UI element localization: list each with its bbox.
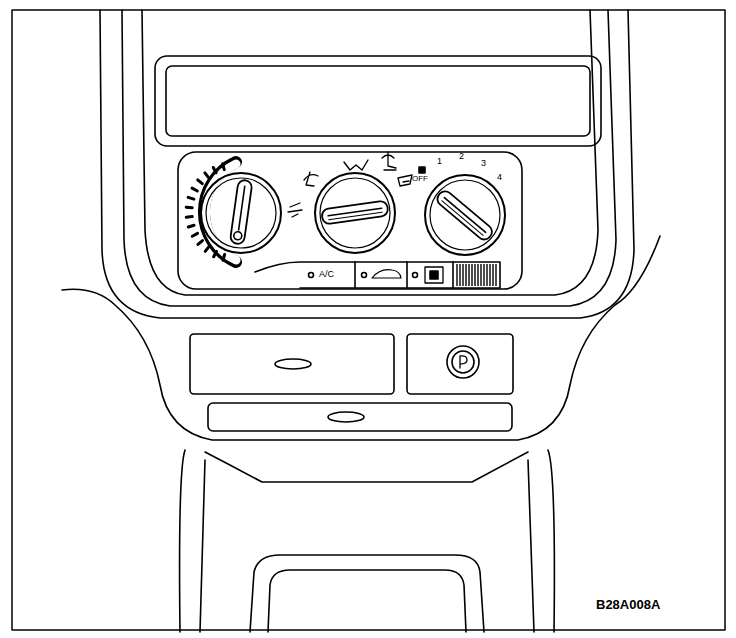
lower-tray [208, 403, 512, 431]
console-line [528, 460, 534, 632]
temperature-tick [223, 164, 225, 170]
storage-tray [190, 334, 394, 394]
indicator-lamp [309, 273, 314, 278]
button-divider [406, 262, 408, 288]
frame [12, 10, 725, 630]
bezel-line [100, 10, 634, 318]
cigarette-lighter [447, 346, 479, 378]
rear-defrost-icon [430, 271, 438, 279]
temperature-tick [214, 251, 217, 256]
temperature-tick [186, 215, 192, 219]
console-line [180, 450, 185, 632]
lighter-panel [407, 334, 513, 394]
cup-holder [268, 570, 466, 632]
vent-icon [288, 203, 302, 217]
button-strip [255, 262, 500, 288]
temperature-tick [192, 233, 197, 236]
console-line [200, 460, 205, 632]
temperature-tick [205, 247, 209, 252]
fan-off-mark [419, 167, 425, 173]
knob-grip [230, 179, 253, 244]
fan-speed-number: 4 [497, 172, 502, 182]
cigarette-lighter [452, 351, 474, 373]
console-line [205, 452, 528, 482]
temperature-knob [201, 173, 281, 253]
mode-knob [320, 178, 390, 248]
control-plate [178, 152, 522, 289]
knob-grip [321, 200, 388, 224]
knob-grip [435, 188, 495, 242]
recirc-icon [372, 270, 401, 278]
defrost-icon [398, 175, 412, 186]
button-divider [452, 262, 454, 288]
indicator-lamp [413, 273, 418, 278]
figure-code: B28A008A [596, 597, 660, 612]
tray-slot [275, 359, 311, 369]
bezel-line [122, 10, 616, 306]
fan-speed-number: 1 [437, 156, 442, 166]
temperature-tick [188, 225, 194, 227]
hatched-area [456, 264, 498, 286]
temperature-knob [206, 178, 276, 248]
fan-knob [425, 175, 505, 255]
display-recess [155, 56, 601, 146]
dash-edge [62, 236, 660, 440]
display-panel [166, 66, 590, 136]
button-label-box: A/C [303, 264, 353, 285]
fan-speed-number: 2 [459, 151, 464, 161]
temperature-tick [188, 197, 194, 199]
mode-knob [315, 173, 395, 253]
temperature-tick [213, 167, 216, 172]
temperature-tick [198, 180, 203, 184]
face-vent-icon [304, 172, 318, 186]
temperature-tick [198, 241, 203, 245]
temperature-tick [186, 206, 192, 210]
indicator-lamp [362, 273, 367, 278]
temperature-tick [223, 255, 225, 261]
cup-holder [250, 555, 484, 632]
button-label: A/C [319, 269, 346, 280]
lighter-symbol [460, 356, 467, 368]
console-line [548, 450, 554, 632]
rear-defrost-icon [425, 267, 443, 283]
temperature-tick [205, 173, 209, 178]
fan-knob [430, 180, 500, 250]
fan-speed-number: 3 [481, 158, 486, 168]
bi-level-icon [344, 160, 368, 170]
button-divider [354, 262, 356, 288]
fan-off-label: OFF [412, 174, 428, 183]
bezel-line [142, 10, 598, 295]
tray-slot [328, 412, 364, 422]
floor-icon [382, 152, 396, 170]
temperature-tick [192, 188, 197, 191]
